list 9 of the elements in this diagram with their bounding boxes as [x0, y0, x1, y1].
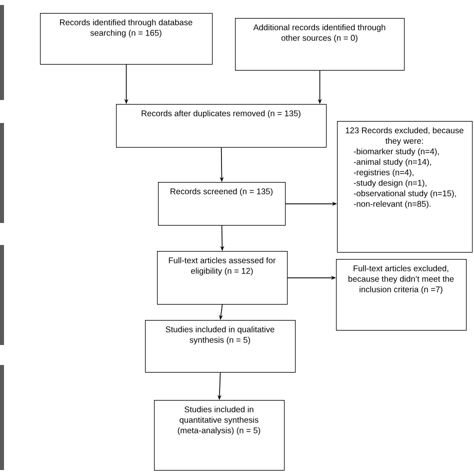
process-box: Records identified through database searching (n = 165): [40, 13, 213, 65]
process-box: Records after duplicates removed (n = 135): [116, 104, 327, 148]
process-box: Studies included in quantitative synthesis (meta-analysis) (n = 5): [154, 400, 285, 471]
process-box: Additional records identified through other sources (n = 0): [235, 18, 405, 71]
process-box: 123 Records excluded, because they were: -biomarker study (n=4), -animal study (n=14), -registries (n=4), -study design (n=1), -observational study (n=15), -non-relevant (n=85).: [337, 121, 473, 253]
process-box: Records screened (n = 135): [158, 182, 286, 226]
process-box: Full-text articles excluded, because they didn’t meet the inclusion criteria (n =7): [336, 259, 467, 331]
process-box: Full-text articles assessed for eligibility (n = 12): [157, 251, 288, 305]
process-box: Studies included in qualitative synthesis (n = 5): [145, 320, 296, 373]
